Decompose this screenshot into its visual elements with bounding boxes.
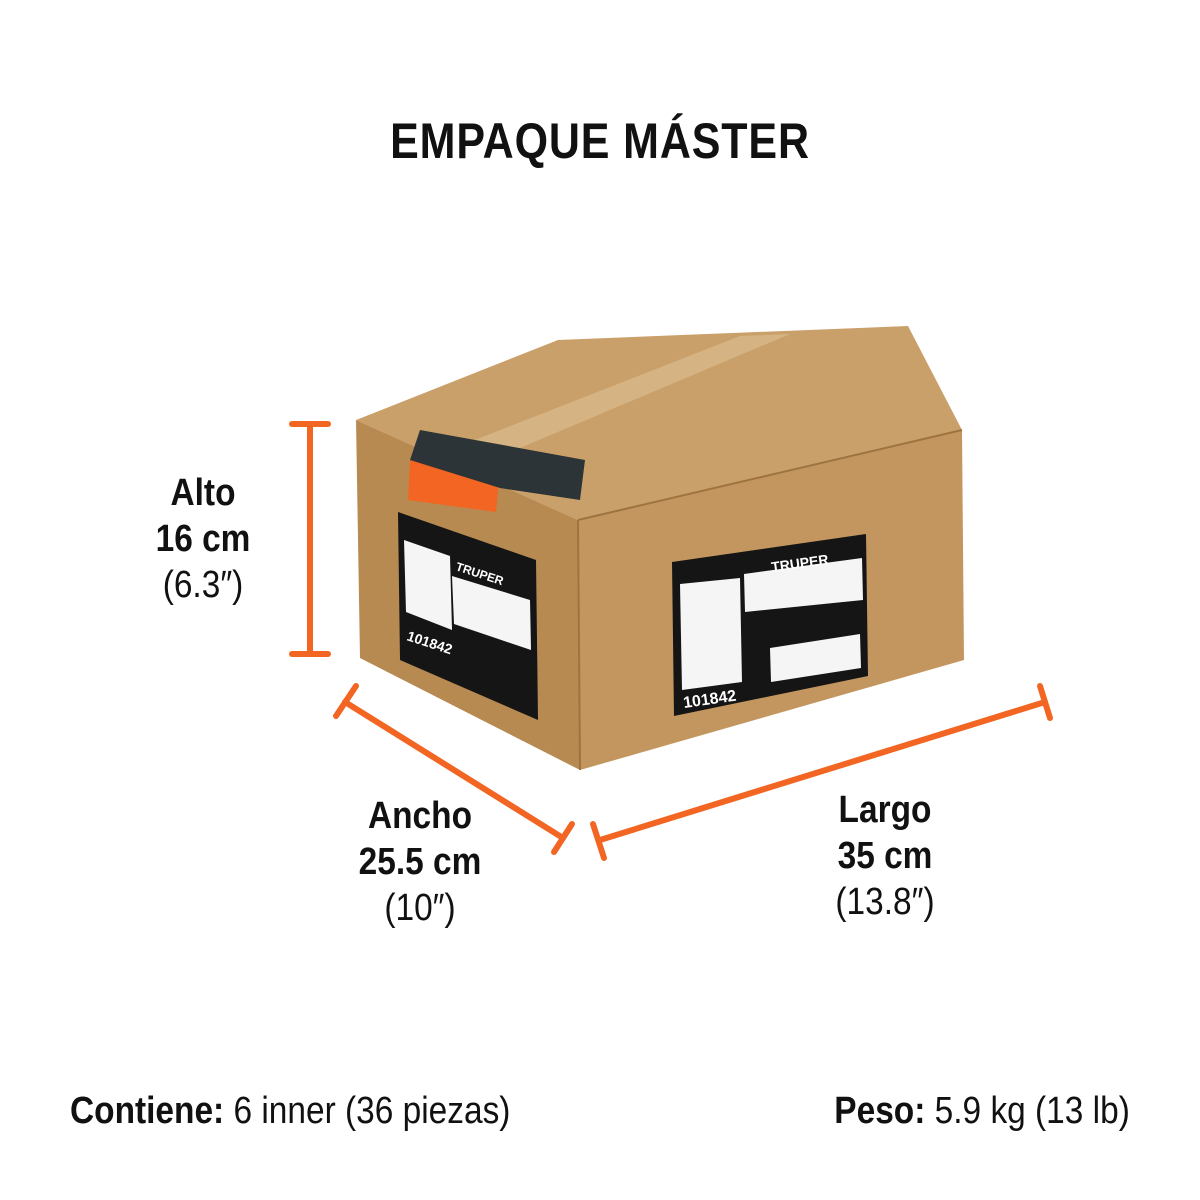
ancho-dimension-line [333,683,575,855]
largo-label: Largo [838,789,932,831]
ancho-label: Ancho [367,795,473,837]
contents-value: 6 inner (36 piezas) [233,1090,511,1132]
ancho-imperial: (10″) [384,887,456,929]
weight-info: Peso: 5.9 kg (13 lb) [834,1090,1130,1133]
largo-imperial: (13.8″) [835,881,935,923]
largo-metric: 35 cm [837,835,933,877]
front-label-brand: TRUPER [770,551,829,575]
largo-dimension-text: Largo 35 cm (13.8″) [801,787,968,925]
dark-sticker [410,430,585,500]
alto-dimension-line [289,421,331,657]
alto-dimension-text: Alto 16 cm (6.3″) [137,470,269,608]
contents-label: Contiene: [70,1090,225,1132]
ancho-metric: 25.5 cm [358,841,482,883]
weight-label: Peso: [834,1090,926,1132]
weight-value: 5.9 kg (13 lb) [934,1090,1130,1132]
alto-label: Alto [170,472,236,514]
tape-strip [475,334,790,448]
alto-metric: 16 cm [155,518,251,560]
ancho-dimension-text: Ancho 25.5 cm (10″) [332,793,508,931]
contents-info: Contiene: 6 inner (36 piezas) [70,1090,510,1133]
largo-dimension-line [590,683,1053,861]
page-title: EMPAQUE MÁSTER [390,113,810,169]
alto-imperial: (6.3″) [162,564,244,606]
